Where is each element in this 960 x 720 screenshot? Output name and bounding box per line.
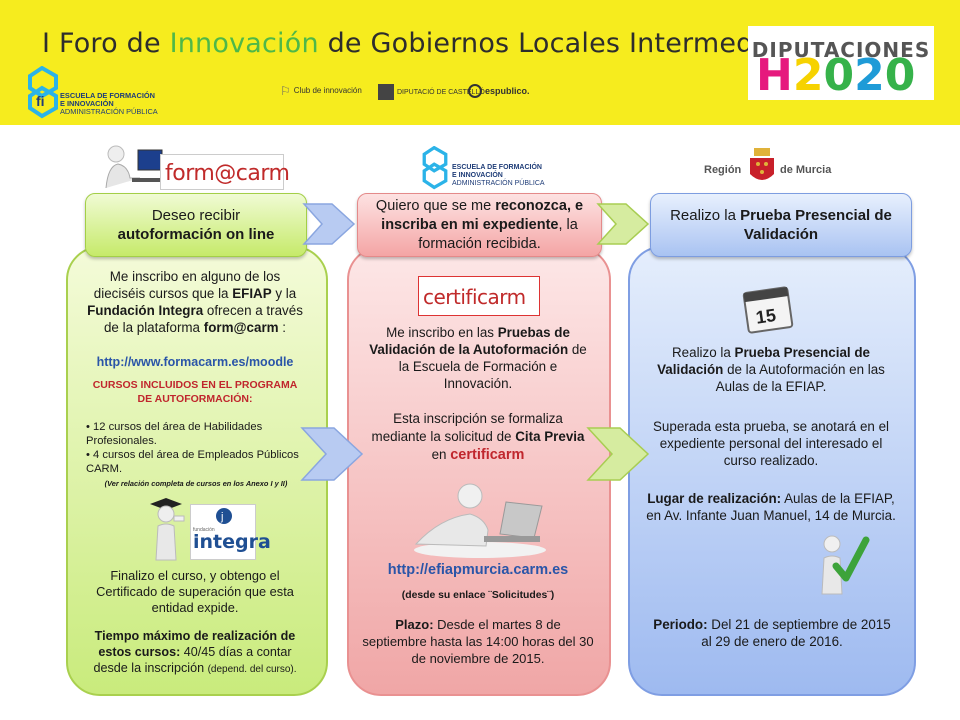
efi-logo-icon: fi (28, 66, 58, 124)
svg-text:15: 15 (755, 305, 778, 328)
arrow-right-icon (596, 198, 652, 250)
title-highlight: Innovación (170, 28, 319, 59)
enlace-note: (desde su enlace ¨Solicitudes¨) (356, 590, 600, 601)
tiempo-text: Tiempo máximo de realización de estos cu… (82, 628, 308, 678)
list-item: • 4 cursos del área de Empleados Público… (86, 448, 312, 476)
left-intro: Me inscribo en alguno de los dieciséis c… (84, 268, 306, 336)
step2-header: Quiero que se me reconozca, e inscriba e… (357, 193, 602, 257)
periodo-text: Periodo: Del 21 de septiembre de 2015 al… (650, 616, 894, 650)
arrow-right-icon (302, 198, 358, 250)
partner-diputacio-castello: DIPUTACIÓ DE CASTELLÓ (378, 84, 443, 100)
region-murcia-logo: Región de Murcia (700, 148, 840, 188)
checkmark-figure-icon (812, 532, 870, 596)
superada-text: Superada esta prueba, se anotará en el e… (644, 418, 898, 469)
formacarm-url[interactable]: http://www.formacarm.es/moodle (76, 355, 314, 369)
svg-text:fi: fi (36, 93, 45, 109)
partner-club-innovacion: ⚐Club de innovación (280, 84, 336, 98)
graduate-figure-icon (146, 496, 186, 562)
step3-header: Realizo la Prueba Presencial de Validaci… (650, 193, 912, 257)
computer-user-icon (100, 144, 164, 190)
finalizo-text: Finalizo el curso, y obtengo el Certific… (84, 568, 306, 616)
cursos-list: • 12 cursos del área de Habilidades Prof… (86, 420, 312, 476)
header-banner: I Foro de Innovación de Gobiernos Locale… (0, 0, 960, 125)
h2020-logo: DIPUTACIONES H2020 (748, 26, 934, 100)
plazo-text: Plazo: Desde el martes 8 de septiembre h… (362, 616, 594, 667)
calendar-icon: 15 (742, 282, 796, 336)
formacarm-logo: form@carm (160, 154, 284, 190)
mid-intro: Me inscribo en las Pruebas de Validación… (366, 324, 590, 392)
partner-espublico: espublico. (468, 84, 530, 98)
mid-inscripcion: Esta inscripción se formaliza mediante l… (366, 410, 590, 464)
murcia-crest-icon (748, 148, 776, 186)
cursos-title: CURSOS INCLUIDOS EN EL PROGRAMA DE AUTOF… (90, 378, 300, 406)
arrow-right-icon (586, 422, 652, 486)
list-item: • 12 cursos del área de Habilidades Prof… (86, 420, 312, 448)
efiap-url[interactable]: http://efiapmurcia.carm.es (356, 562, 600, 578)
right-intro: Realizo la Prueba Presencial de Validaci… (644, 344, 898, 395)
integra-logo: j fundación integra (190, 504, 256, 560)
certificarm-logo: certificarm (418, 276, 540, 316)
lugar-text: Lugar de realización: Aulas de la EFIAP,… (644, 490, 898, 524)
page-title: I Foro de Innovación de Gobiernos Locale… (42, 28, 792, 59)
laptop-figure-icon (410, 474, 550, 560)
svg-text:j: j (220, 511, 223, 523)
efi-logo-icon (420, 146, 450, 194)
cursos-annex-note: (Ver relación completa de cursos en los … (80, 479, 312, 488)
